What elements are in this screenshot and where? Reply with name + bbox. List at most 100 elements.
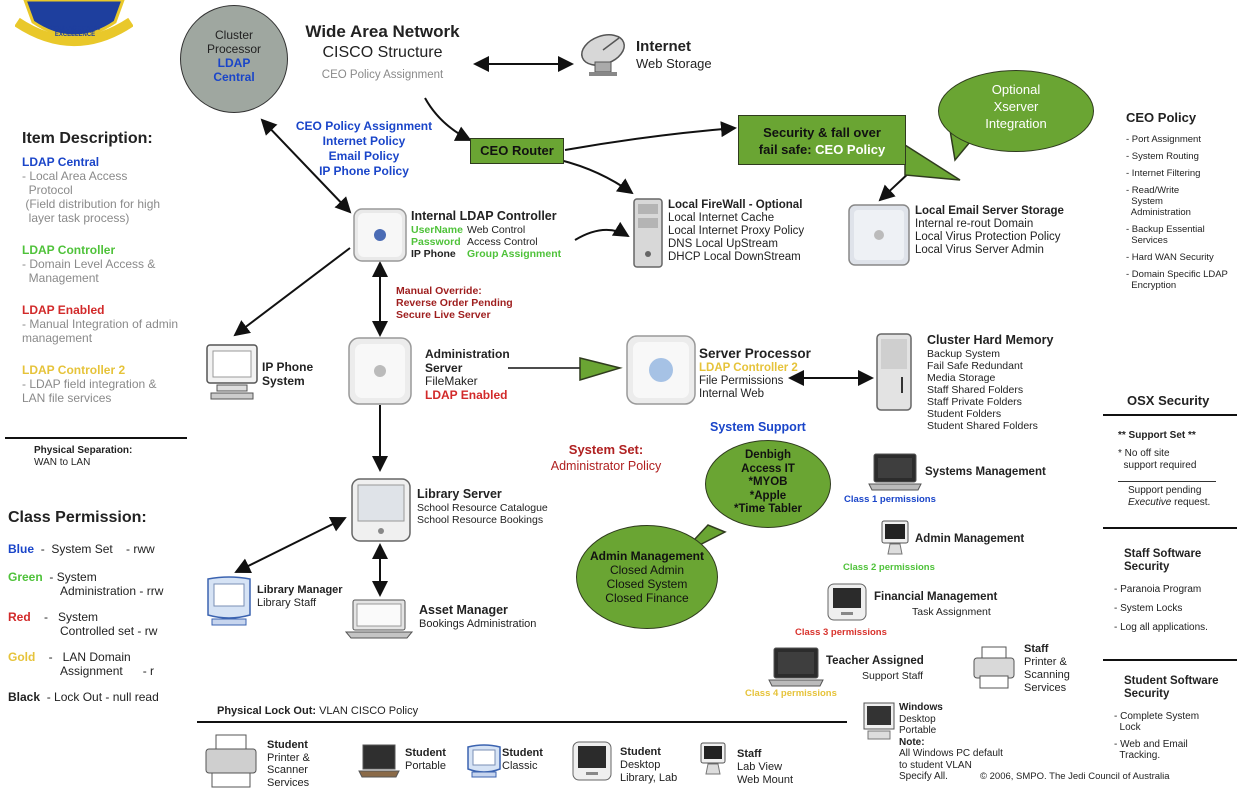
class-permission-panel: Class Permission: Blue - System Set - rw… <box>8 508 198 704</box>
ceo-link-1: CEO Policy Assignment <box>295 119 433 133</box>
student-desktop-line-3: Library, Lab <box>620 772 678 784</box>
physical-separation-label: Physical Separation: <box>34 445 133 456</box>
windows-note-3: Specify All. <box>899 771 948 782</box>
separation-divider <box>5 437 187 439</box>
lockout-term: Physical Lock Out: <box>217 705 317 717</box>
emac-icon <box>827 583 867 626</box>
library-server-icon <box>350 477 412 548</box>
admin-server-line-4: LDAP Enabled <box>425 387 508 402</box>
cluster-memory-label: Cluster Hard Memory Backup System Fail S… <box>927 333 1053 432</box>
cluster-memory-item-2: Fail Safe Redundant <box>927 360 1023 372</box>
windows-line-2: Portable <box>899 725 937 736</box>
financial-management-sub: Task Assignment <box>912 606 991 618</box>
denbigh-line-3: *MYOB <box>748 476 788 488</box>
student-portable-line-1: Student <box>405 747 446 759</box>
library-server-title: Library Server <box>417 487 502 501</box>
staff-printer-icon <box>972 646 1016 695</box>
xserver-line-3: Integration <box>985 116 1047 131</box>
ceo-policy-item-11: Encryption <box>1126 280 1177 291</box>
copyright-notice: © 2006, SMPO. The Jedi Council of Austra… <box>980 771 1170 782</box>
ldap-central-desc-2: Protocol <box>22 183 73 197</box>
class-gold-term: Gold <box>8 650 36 664</box>
staff-printer-line-1: Staff <box>1024 643 1049 655</box>
ldap-enabled-term: LDAP Enabled <box>22 303 105 317</box>
ip-phone-line-1: IP Phone <box>262 360 314 374</box>
system-support-label: System Support <box>710 420 806 434</box>
denbigh-line-2: Access IT <box>741 462 795 475</box>
financial-management-title: Financial Management <box>874 591 998 603</box>
admin-management-title: Admin Management <box>915 533 1025 545</box>
ceo-policy-item-1: - Port Assignment <box>1126 134 1201 145</box>
cluster-processor-label-4: Central <box>213 70 255 84</box>
ldap-controller-desc-1: - Domain Level Access & <box>22 257 156 271</box>
ldap-central-desc-3: (Field distribution for high <box>22 197 161 211</box>
class-blue-desc: - System Set - rww <box>40 542 155 556</box>
ldap-firewall-arrow <box>574 221 630 241</box>
student-classic-line-2: Classic <box>502 760 538 772</box>
admin-management-bubble: Admin Management Closed Admin Closed Sys… <box>576 525 718 629</box>
physical-separation-value: WAN to LAN <box>34 456 91 468</box>
ipphone-value: Group Assignment <box>467 248 562 260</box>
tower-server-icon <box>633 198 663 273</box>
router-firewall-arrow <box>559 159 634 195</box>
staff-labview-line-2: Lab View <box>737 761 783 773</box>
teacher-assigned-sub: Support Staff <box>862 670 924 682</box>
ldap-controller-desc-2: Management <box>22 271 99 285</box>
router-security-arrow <box>564 121 737 151</box>
class-green-term: Green <box>8 570 43 584</box>
staff-labview-line-3: Web Mount <box>737 774 794 786</box>
staff-printer-line-3: Scanning <box>1024 669 1070 681</box>
staff-printer-line-2: Printer & <box>1024 656 1067 668</box>
ldap-controller2-desc-1: - LDAP field integration & <box>22 377 157 391</box>
cluster-memory-item-1: Backup System <box>927 348 1000 360</box>
xserver-line-1: Optional <box>991 82 1041 97</box>
cluster-memory-item-3: Media Storage <box>927 372 996 384</box>
student-software-item-3: - Web and Email <box>1114 739 1188 750</box>
cluster-memory-item-5: Staff Private Folders <box>927 396 1022 408</box>
internal-ldap-title: Internal LDAP Controller <box>411 209 557 223</box>
class-blue-term: Blue <box>8 542 35 556</box>
security-line-2b: CEO Policy <box>815 142 886 157</box>
student-desktop-label: Student Desktop Library, Lab <box>620 746 677 785</box>
page-subtitle: CISCO Structure <box>322 44 443 61</box>
class-green-desc-2: Administration - rrw <box>60 584 164 598</box>
ceo-router-label: CEO Router <box>480 143 554 158</box>
system-set-label: System Set: Administrator Policy <box>538 442 674 474</box>
admin-processor-arrowhead <box>579 357 623 382</box>
password-term: Password <box>411 236 461 248</box>
staff-printer-line-4: Services <box>1024 682 1067 694</box>
g5-server-icon <box>625 334 697 411</box>
xserver-line-2: Xserver <box>993 99 1039 114</box>
cluster-processor-label-1: Cluster <box>214 28 253 42</box>
security-box-tail <box>904 143 961 181</box>
ceo-policy-item-5: System <box>1126 196 1163 207</box>
server-processor-label: Server Processor LDAP Controller 2 File … <box>699 346 811 401</box>
username-value: Web Control <box>467 224 526 236</box>
student-classic-icon <box>466 743 502 784</box>
ceo-link-4: IP Phone Policy <box>319 164 409 178</box>
student-software-divider <box>1103 659 1237 661</box>
ceo-router-box: CEO Router <box>470 138 564 164</box>
library-manager-arrow <box>234 517 347 573</box>
xserve-tower-icon <box>876 333 912 416</box>
logo-motto: COURAGE FAITH EXCELLENCE <box>50 26 100 38</box>
imac-g3-icon <box>204 575 254 632</box>
class-red-desc-2: Controlled set - rw <box>60 624 158 638</box>
staff-software-panel: Staff Software Security - Paranoia Progr… <box>1114 548 1208 634</box>
student-printer-line-2: Printer & <box>267 751 310 764</box>
admin-bubble-line-3: Closed System <box>606 577 688 591</box>
class3-permissions: Class 3 permissions <box>795 627 887 638</box>
library-server-label: Library Server School Resource Catalogue… <box>417 487 548 526</box>
ldap-controller-term: LDAP Controller <box>22 243 116 257</box>
denbigh-bubble: Denbigh Access IT *MYOB *Apple *Time Tab… <box>705 440 831 528</box>
ceo-policy-item-3: - Internet Filtering <box>1126 168 1201 179</box>
staff-software-item-3: - Log all applications. <box>1114 622 1208 633</box>
asset-manager-sub: Bookings Administration <box>419 618 537 630</box>
firewall-title: Local FireWall - Optional <box>668 199 803 211</box>
admin-bubble-line-1: Admin Management <box>589 549 704 563</box>
staff-software-item-2: - System Locks <box>1114 603 1183 614</box>
server-processor-line-1: LDAP Controller 2 <box>699 362 798 374</box>
ldap-enabled-desc-1: - Manual Integration of admin <box>22 317 179 331</box>
server-processor-title: Server Processor <box>699 346 811 361</box>
windows-line-1: Desktop <box>899 713 936 725</box>
